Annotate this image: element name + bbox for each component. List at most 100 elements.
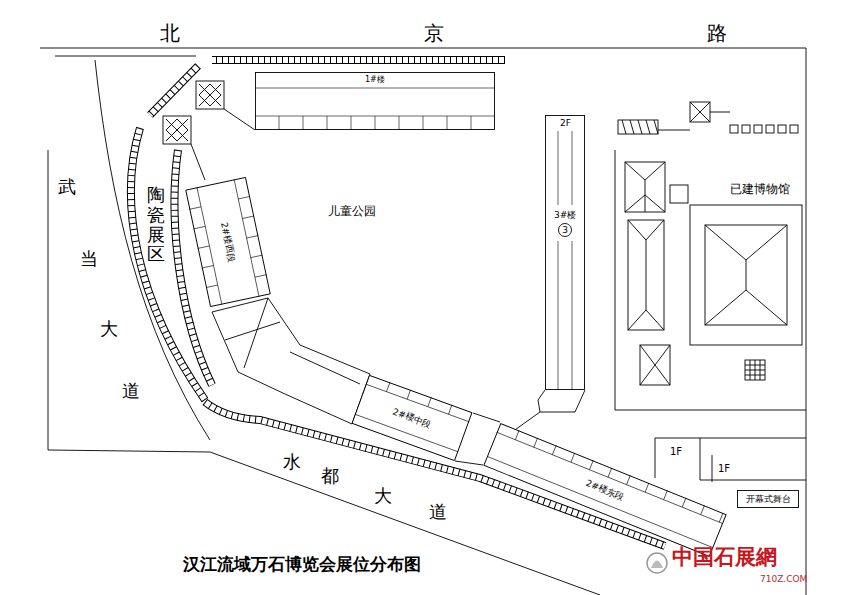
museum-hall (625, 162, 665, 212)
partition-line (255, 275, 267, 277)
road-name: 北 (160, 22, 180, 45)
road-name: 水 (283, 452, 301, 473)
floor-label: 1F (670, 446, 682, 458)
partition-line (399, 116, 400, 130)
partition-line (242, 216, 254, 218)
tower (690, 102, 710, 122)
partition-line (571, 453, 575, 462)
partition-line (423, 116, 424, 130)
fence-post (778, 125, 786, 133)
roof-line (628, 220, 664, 330)
logo-stone (651, 561, 663, 569)
partition-line (664, 490, 668, 499)
zone-name: 陶瓷展区 (147, 185, 165, 264)
fence-segment (131, 128, 205, 400)
floor-label: 1F (718, 463, 730, 475)
area-name: 已建博物馆 (730, 183, 790, 197)
partition-line (552, 445, 556, 454)
partition-line (572, 241, 573, 390)
partition-line (194, 226, 206, 228)
partition-line (197, 187, 222, 304)
roof-line (705, 225, 787, 325)
fence-segment (150, 66, 198, 115)
road-name: 都 (321, 466, 339, 487)
fence-post (790, 125, 798, 133)
partition-line (448, 405, 451, 414)
museum (615, 150, 806, 410)
museum-hall (640, 345, 670, 385)
partition-line (255, 88, 495, 89)
fence-post (730, 125, 738, 133)
partition-line (206, 285, 218, 287)
building-rect (546, 116, 585, 390)
road-name: 路 (707, 22, 727, 45)
building-label: 开幕式舞台 (745, 494, 792, 504)
building-number: 3 (558, 223, 572, 237)
pavilion (196, 81, 224, 109)
building-label: 2F (559, 118, 572, 128)
logo-ring (647, 553, 667, 573)
road-name: 大 (100, 319, 118, 340)
partition-line (572, 131, 573, 205)
fence-segment (212, 57, 505, 63)
stairs (655, 438, 806, 482)
partition-line (279, 116, 280, 130)
partition-line (189, 207, 201, 209)
partition-line (238, 196, 250, 198)
partition-line (701, 505, 705, 514)
building-rect (186, 177, 270, 306)
building-2-inner (225, 298, 360, 384)
museum-hall (690, 205, 802, 345)
frame-line (40, 48, 806, 595)
museum-hall (628, 220, 664, 330)
fence-segment (131, 128, 205, 400)
building-outline (545, 115, 585, 390)
building-rect (738, 491, 799, 508)
road-name: 武 (58, 177, 76, 198)
partition-line (375, 116, 376, 130)
partition-line (351, 116, 352, 130)
north-east-features (618, 102, 798, 134)
building-rect (484, 424, 726, 557)
partition-line (515, 430, 519, 439)
fence-segment (150, 66, 198, 115)
partition-line (645, 483, 649, 492)
tower-roof (690, 102, 710, 122)
partition-line (682, 498, 686, 507)
partition-line (386, 382, 389, 391)
partition-line (251, 255, 263, 257)
gate (618, 120, 658, 134)
museum-site (615, 150, 806, 410)
wall (658, 112, 730, 130)
partition-line (558, 241, 559, 390)
building-3: 2F3#楼3 (545, 115, 585, 390)
road-edge (55, 56, 196, 57)
building-label: 1#楼 (364, 75, 386, 84)
building-2-east: 2#楼东段 (483, 423, 726, 557)
number-circle (559, 224, 572, 237)
building-1: 1#楼 (255, 72, 495, 130)
fence-post (742, 125, 750, 133)
building-2-west: 2#楼西段 (185, 177, 271, 307)
fence-post (766, 125, 774, 133)
partition-line (558, 131, 559, 205)
partition-line (234, 179, 259, 296)
partition-line (589, 460, 593, 469)
area-name: 儿童公园 (328, 205, 376, 219)
pavilion-roof (199, 84, 221, 106)
fence-segment (212, 56, 505, 64)
fence-segment (150, 66, 198, 115)
partition-line (534, 438, 538, 447)
road-edge (95, 60, 210, 440)
roof-line (625, 162, 665, 212)
partition-line (487, 456, 713, 547)
roads (40, 48, 806, 595)
hatch (622, 120, 658, 134)
road-name: 道 (122, 381, 140, 402)
fence-post (754, 125, 762, 133)
road-name: 当 (80, 249, 98, 270)
partition-line (447, 116, 448, 130)
hatch (745, 360, 765, 380)
building-label: 3 (561, 225, 569, 235)
